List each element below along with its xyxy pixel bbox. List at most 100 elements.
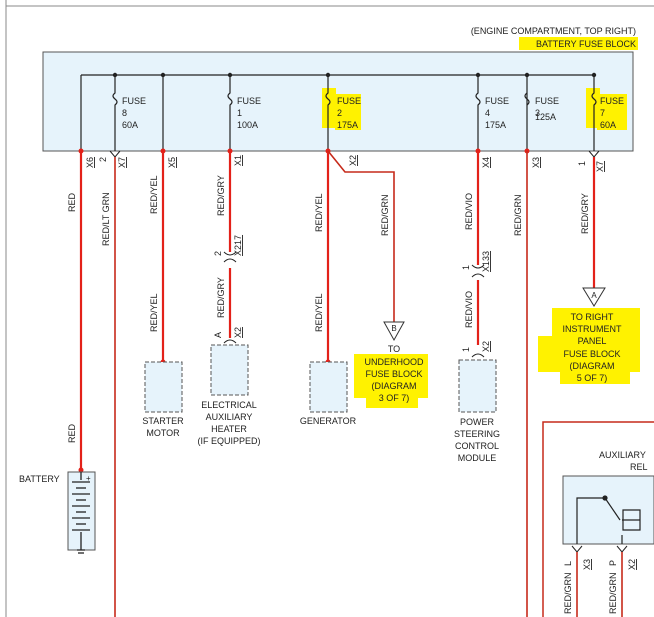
- relay-switch-symbol: [576, 495, 641, 544]
- svg-text:X5: X5: [167, 157, 177, 168]
- heater-label-1: ELECTRICAL: [201, 400, 257, 410]
- highlight-underhood-2: [366, 386, 418, 408]
- terminal-ps: [471, 353, 485, 358]
- battery-plus: +: [86, 474, 91, 483]
- svg-text:2: 2: [98, 157, 108, 162]
- svg-text:X3: X3: [531, 157, 541, 168]
- svg-text:PANEL: PANEL: [578, 336, 607, 346]
- terminal-x7-b: [588, 150, 600, 158]
- svg-text:60A: 60A: [122, 120, 138, 130]
- svg-text:FUSE: FUSE: [122, 96, 146, 106]
- svg-text:(DIAGRAM: (DIAGRAM: [372, 381, 417, 391]
- highlight-fuse-2-label: [335, 94, 361, 130]
- heater-label-3: HEATER: [211, 424, 247, 434]
- battery-label: BATTERY: [19, 474, 60, 484]
- node-battery: [78, 467, 84, 473]
- highlight-fuse-2-sym: [322, 88, 336, 128]
- svg-text:FUSE: FUSE: [485, 96, 509, 106]
- fuse-3-symbol: [524, 72, 530, 106]
- svg-text:2: 2: [337, 108, 342, 118]
- svg-text:RED/VIO: RED/VIO: [464, 291, 474, 328]
- svg-text:1: 1: [237, 108, 242, 118]
- svg-text:FUSE: FUSE: [600, 96, 624, 106]
- highlight-block-title: [519, 37, 638, 50]
- battery-symbol: [72, 472, 90, 554]
- svg-text:P: P: [608, 560, 618, 566]
- wire-labels: RED RED/LT GRN RED/YEL RED/GRY RED/YEL R…: [67, 175, 590, 443]
- svg-text:FUSE BLOCK: FUSE BLOCK: [365, 369, 422, 379]
- generator-label: GENERATOR: [300, 416, 357, 426]
- svg-text:RED: RED: [67, 192, 77, 212]
- bus-node-x6: [160, 72, 166, 78]
- highlight-fuse-7-label: [597, 94, 627, 130]
- instrument-panel-label: TO RIGHT INSTRUMENT PANEL FUSE BLOCK (DI…: [563, 312, 622, 383]
- svg-text:7: 7: [600, 108, 605, 118]
- svg-text:RED/LT GRN: RED/LT GRN: [101, 192, 111, 246]
- svg-text:L: L: [563, 561, 573, 566]
- svg-text:RED/YEL: RED/YEL: [314, 193, 324, 232]
- svg-text:RED/GRN: RED/GRN: [608, 572, 618, 614]
- svg-text:(DIAGRAM: (DIAGRAM: [570, 361, 615, 371]
- heater-label-4: (IF EQUIPPED): [197, 436, 260, 446]
- svg-text:125A: 125A: [535, 112, 556, 122]
- svg-text:STEERING: STEERING: [454, 429, 500, 439]
- svg-text:RED/GRY: RED/GRY: [216, 175, 226, 216]
- terminal-relay-l: [571, 545, 583, 553]
- fuse-block-title: BATTERY FUSE BLOCK: [536, 39, 636, 49]
- starter-label-2: MOTOR: [146, 428, 180, 438]
- svg-text:175A: 175A: [337, 120, 358, 130]
- fuse-2-symbol: [325, 72, 331, 151]
- svg-text:RED/YEL: RED/YEL: [149, 175, 159, 214]
- svg-text:UNDERHOOD: UNDERHOOD: [364, 357, 424, 367]
- terminal-relay-p: [616, 545, 628, 553]
- svg-text:175A: 175A: [485, 120, 506, 130]
- svg-text:3 OF 7): 3 OF 7): [379, 393, 410, 403]
- svg-text:RED/GRY: RED/GRY: [216, 277, 226, 318]
- fuse-7-symbol: [591, 72, 597, 151]
- generator-box: [309, 361, 348, 413]
- svg-text:INSTRUMENT: INSTRUMENT: [563, 324, 622, 334]
- auxiliary-label-1: AUXILIARY: [599, 450, 646, 460]
- fuse-4-label: FUSE 4 175A: [485, 96, 509, 130]
- svg-text:RED/GRN: RED/GRN: [563, 572, 573, 614]
- auxiliary-label-2: REL: [630, 462, 648, 472]
- svg-text:3: 3: [535, 108, 540, 118]
- connector-b-letter: B: [391, 324, 396, 333]
- svg-text:CONTROL: CONTROL: [455, 441, 499, 451]
- fuse-2-label: FUSE 2 175A: [337, 96, 361, 130]
- pin-labels: X6 2 X7 X5 X1 X2 X4 X3 1 X7: [85, 155, 605, 172]
- svg-text:RED/YEL: RED/YEL: [314, 293, 324, 332]
- power-steering-box: [458, 359, 497, 413]
- svg-text:X4: X4: [481, 157, 491, 168]
- svg-text:RED/GRN: RED/GRN: [380, 194, 390, 236]
- connector-a-arrow: [582, 287, 606, 307]
- fuse-8-symbol: [112, 72, 118, 151]
- svg-text:X3: X3: [582, 559, 592, 570]
- fuse-8-label: FUSE 8 60A: [122, 96, 146, 130]
- svg-text:RED: RED: [67, 423, 77, 443]
- pin-x133: X133: [481, 251, 491, 272]
- svg-text:5 OF 7): 5 OF 7): [577, 373, 608, 383]
- pin-a: A: [213, 332, 223, 338]
- svg-text:FUSE BLOCK: FUSE BLOCK: [563, 349, 620, 359]
- fuse-3-label: FUSE 3 125A: [535, 96, 559, 122]
- svg-text:MODULE: MODULE: [458, 453, 497, 463]
- svg-text:X2: X2: [627, 559, 637, 570]
- pin-x2-heat: X2: [233, 327, 243, 338]
- svg-text:X7: X7: [117, 157, 127, 168]
- fuse-1-label: FUSE 1 100A: [237, 96, 261, 130]
- svg-text:60A: 60A: [600, 120, 616, 130]
- connector-a-letter: A: [591, 291, 597, 300]
- terminal-heater: [223, 339, 237, 344]
- svg-text:RED/VIO: RED/VIO: [464, 193, 474, 230]
- connector-x133: [471, 264, 485, 278]
- svg-text:1: 1: [577, 161, 587, 166]
- pin-p2b: 2: [213, 251, 223, 256]
- svg-text:X2: X2: [348, 155, 358, 166]
- pin-p1c: 1: [461, 347, 471, 352]
- auxiliary-frame: [542, 421, 654, 617]
- fuse-block-location: (ENGINE COMPARTMENT, TOP RIGHT): [471, 26, 636, 36]
- heater-label-2: AUXILIARY: [206, 412, 253, 422]
- relay-pin-labels: L X3 P X2 RED/GRN RED/GRN: [563, 559, 637, 614]
